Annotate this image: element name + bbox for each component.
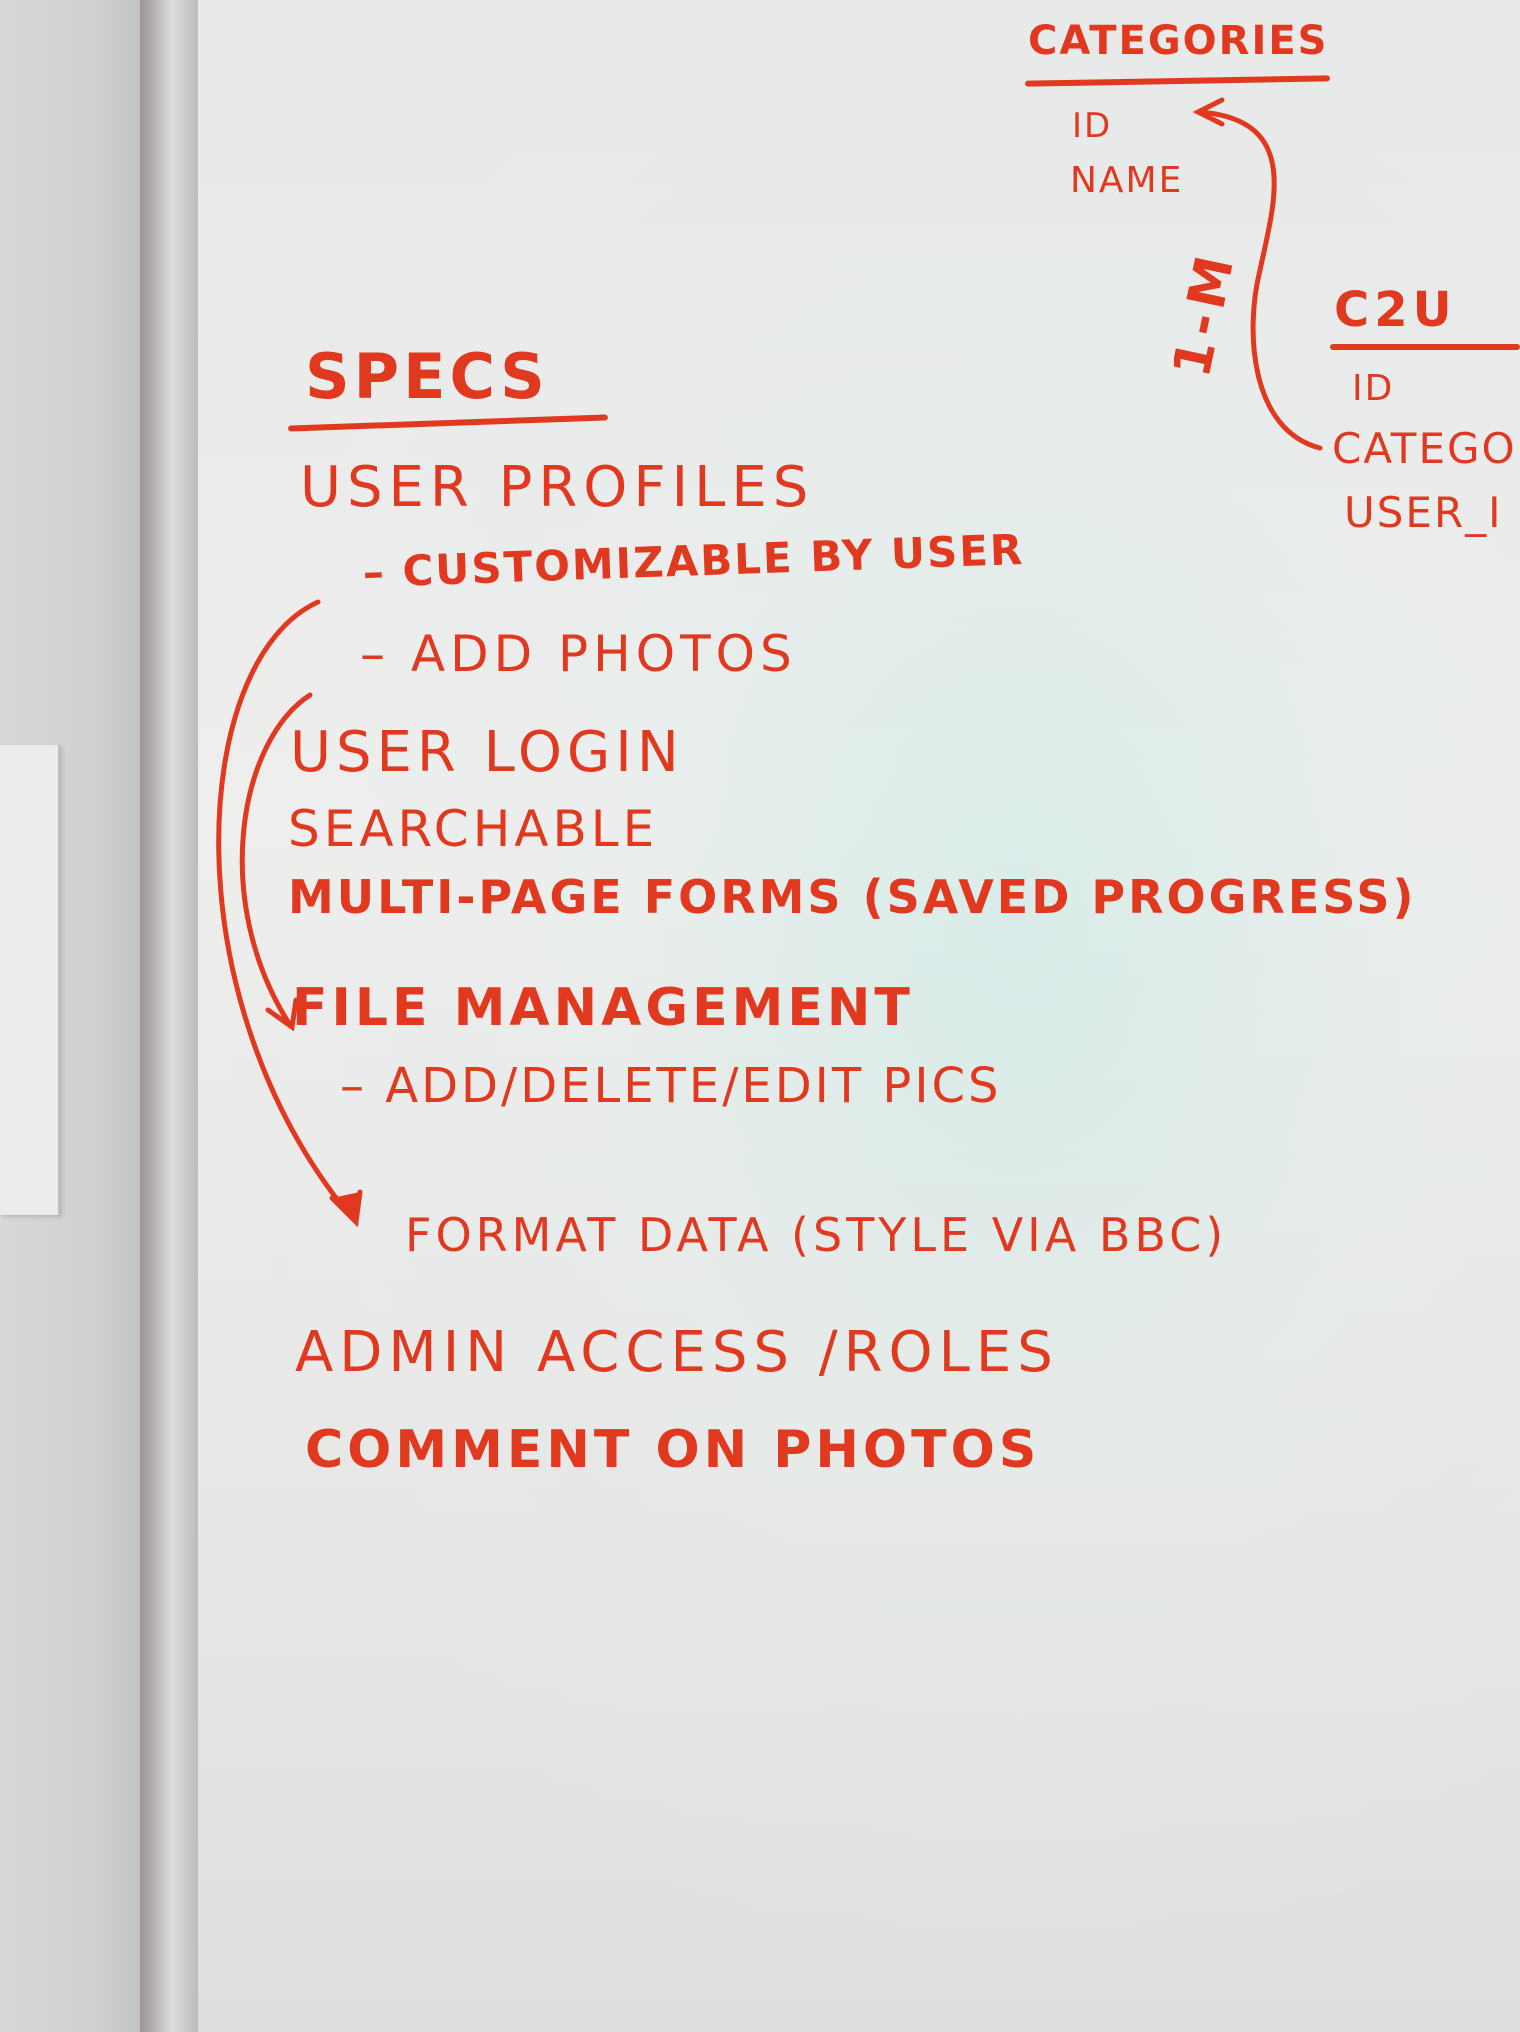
spec-line: FILE MANAGEMENT	[292, 978, 914, 1038]
categories-field-id: ID	[1072, 106, 1113, 146]
spec-line: COMMENT ON PHOTOS	[305, 1420, 1041, 1480]
c2u-title: C2U	[1334, 282, 1457, 338]
spec-line: – ADD/DELETE/EDIT PICS	[340, 1058, 1002, 1114]
c2u-field-category: CATEGO	[1332, 424, 1517, 473]
categories-title: CATEGORIES	[1028, 18, 1329, 64]
posted-paper	[0, 745, 60, 1215]
spec-line: – ADD PHOTOS	[360, 625, 797, 683]
categories-field-name: NAME	[1070, 160, 1184, 201]
c2u-underline	[1330, 344, 1520, 350]
specs-heading: SPECS	[305, 340, 549, 413]
spec-line: MULTI-PAGE FORMS (SAVED PROGRESS)	[288, 870, 1417, 924]
spec-line: FORMAT DATA (STYLE VIA BBC)	[405, 1208, 1228, 1262]
whiteboard-frame	[140, 0, 198, 2032]
spec-line: ADMIN ACCESS /ROLES	[295, 1320, 1059, 1385]
spec-line: USER PROFILES	[300, 455, 815, 520]
c2u-field-id: ID	[1352, 368, 1395, 409]
spec-line: SEARCHABLE	[288, 800, 659, 858]
c2u-field-user: USER_I	[1344, 488, 1503, 537]
spec-line: USER LOGIN	[290, 720, 684, 785]
